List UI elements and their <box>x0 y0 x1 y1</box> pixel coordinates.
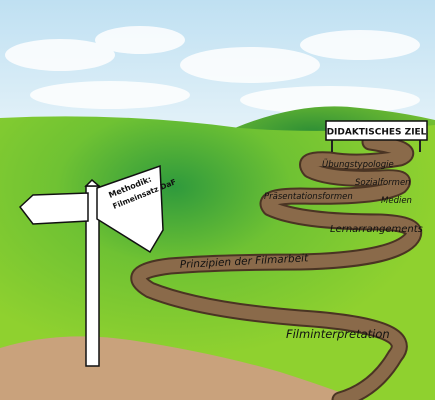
label-praesentationsformen: Präsentationsformen <box>264 192 353 202</box>
goal-sign-text: DIDAKTISCHES ZIEL <box>327 128 427 138</box>
label-lernarrangements: Lernarrangements <box>330 224 423 235</box>
label-filminterpretation: Filminterpretation <box>286 327 390 341</box>
clouds <box>5 26 420 114</box>
label-uebungstypologie: Übungstypologie <box>322 159 394 170</box>
signpost-pole-cap <box>84 178 102 187</box>
winding-path <box>130 133 422 400</box>
goal-sign: DIDAKTISCHES ZIEL <box>325 120 428 152</box>
signpost-blank-arrow <box>18 192 89 225</box>
signpost-method-arrow <box>96 164 164 254</box>
signpost: Methodik: Filmeinsatz DaF <box>18 164 177 367</box>
label-medien: Medien <box>381 196 412 206</box>
label-sozialformen: Sozialformen <box>355 178 411 188</box>
